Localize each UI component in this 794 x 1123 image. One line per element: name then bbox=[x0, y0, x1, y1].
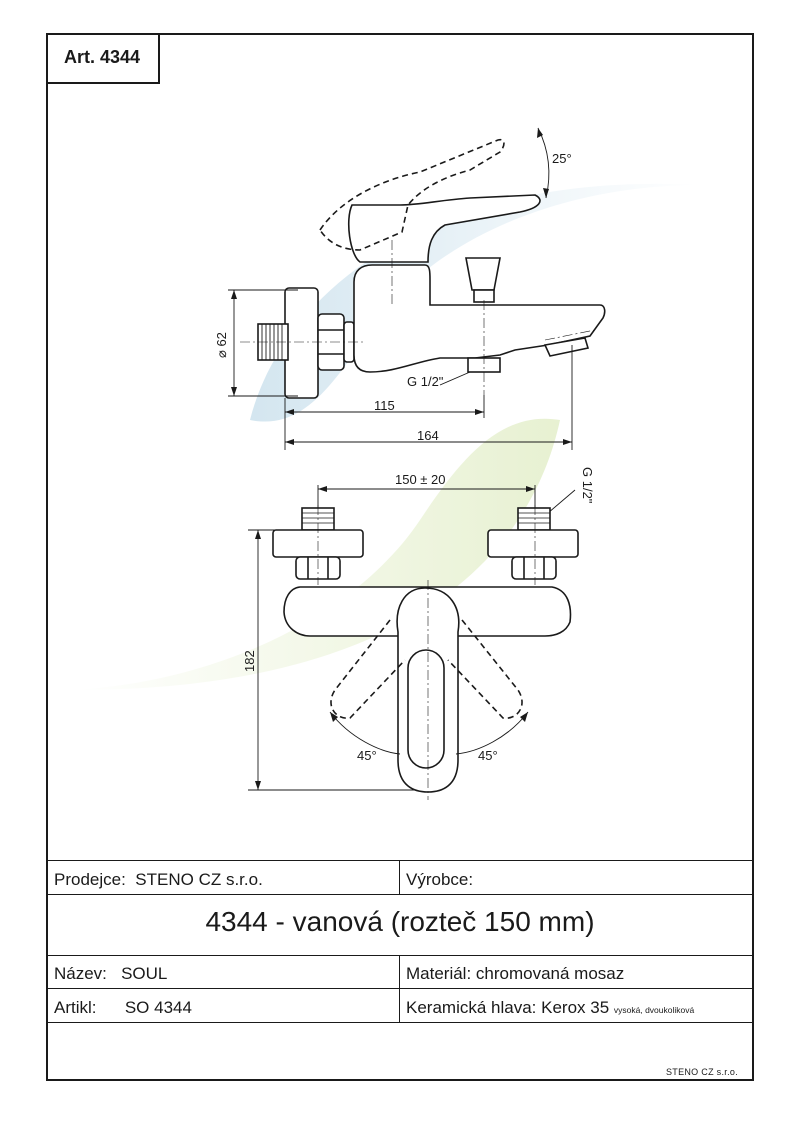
maker-label: Výrobce: bbox=[406, 870, 474, 889]
article-number-label: Art. 4344 bbox=[46, 33, 160, 84]
lever-right-position bbox=[447, 619, 523, 719]
flange-right bbox=[487, 529, 579, 558]
wall-flange bbox=[284, 287, 319, 399]
dim-diameter: ⌀ 62 bbox=[214, 332, 229, 358]
cartridge-row: Keramická hlava: Kerox 35 vysoká, dvouko… bbox=[406, 998, 694, 1018]
table-line bbox=[46, 988, 754, 989]
diverter-knob bbox=[465, 257, 501, 291]
material: Materiál: chromovaná mosaz bbox=[406, 964, 625, 983]
dim-outlet-thread: G 1/2" bbox=[407, 374, 444, 389]
lever-left-position bbox=[330, 619, 406, 719]
mixer-body bbox=[353, 264, 606, 373]
name-row: Název: SOUL bbox=[54, 964, 167, 984]
lever-handle bbox=[347, 194, 541, 263]
drawing-frame bbox=[46, 33, 754, 1081]
dim-length-115: 115 bbox=[374, 398, 395, 413]
dim-length-164: 164 bbox=[417, 428, 439, 443]
product-title: 4344 - vanová (rozteč 150 mm) bbox=[205, 906, 595, 937]
seller-label: Prodejce: bbox=[54, 870, 126, 889]
table-divider bbox=[399, 860, 400, 894]
footer-company: STENO CZ s.r.o. bbox=[665, 1067, 738, 1077]
seller-row: Prodejce: STENO CZ s.r.o. bbox=[54, 870, 263, 890]
cartridge-note: vysoká, dvoukoliková bbox=[613, 1005, 695, 1015]
inlet-thread-right bbox=[517, 507, 551, 531]
table-line bbox=[46, 894, 754, 895]
table-line bbox=[46, 1022, 754, 1023]
lever-raised-outline bbox=[319, 138, 505, 251]
dim-angle-left: 45° bbox=[357, 748, 377, 763]
dim-height: 182 bbox=[242, 650, 257, 672]
technical-drawing: 25° ⌀ 62 G 1/2" 115 164 150 ± 20 G 1/2" … bbox=[75, 127, 700, 800]
table-divider bbox=[399, 955, 400, 1022]
article-label: Artikl: bbox=[54, 998, 97, 1017]
dim-inlet-thread: G 1/2" bbox=[580, 467, 595, 504]
name-value: SOUL bbox=[121, 964, 168, 983]
seller-value: STENO CZ s.r.o. bbox=[135, 870, 263, 889]
dim-spacing: 150 ± 20 bbox=[395, 472, 446, 487]
table-line bbox=[46, 955, 754, 956]
table-line bbox=[46, 860, 754, 861]
name-label: Název: bbox=[54, 964, 107, 983]
cartridge: Keramická hlava: Kerox 35 bbox=[406, 998, 610, 1017]
article-row: Artikl: SO 4344 bbox=[54, 998, 192, 1018]
dim-angle-right: 45° bbox=[478, 748, 498, 763]
dim-lever-angle: 25° bbox=[552, 151, 572, 166]
article-value: SO 4344 bbox=[124, 998, 192, 1017]
